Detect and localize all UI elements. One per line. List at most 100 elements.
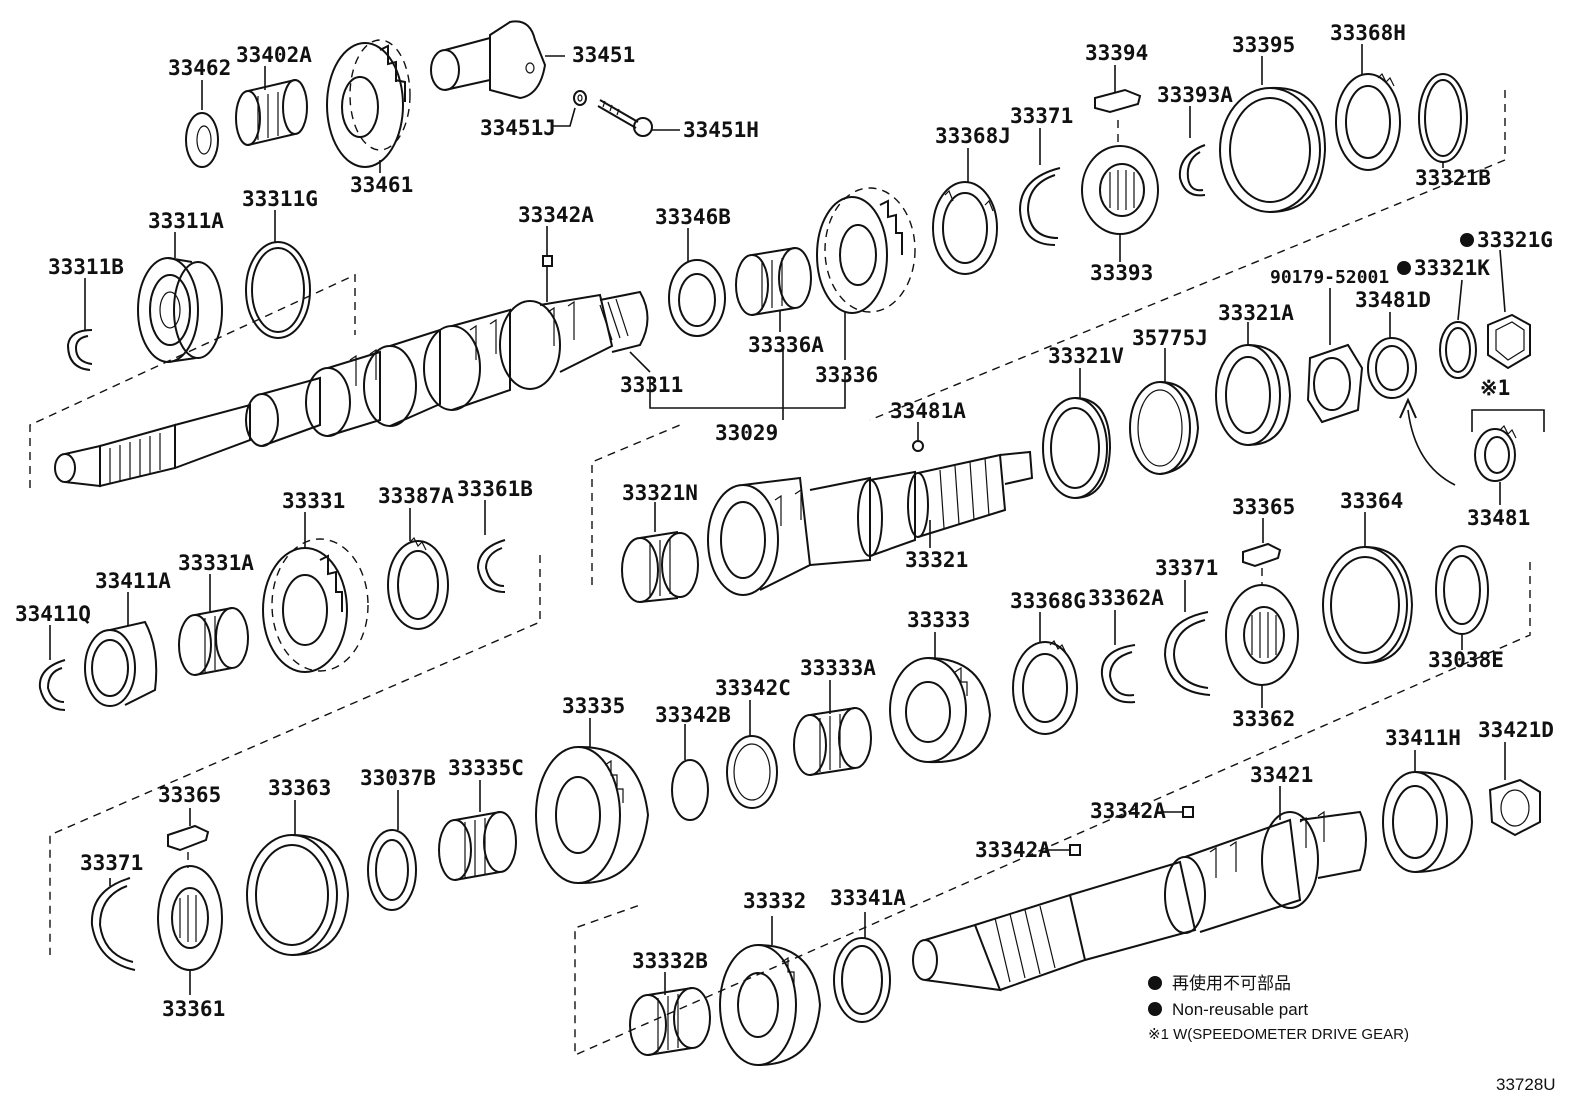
label-33368H: 33368H: [1330, 21, 1406, 45]
label-33311A: 33311A: [148, 209, 224, 233]
label-33365-mid: 33365: [1232, 495, 1295, 519]
label-33481A: 33481A: [890, 399, 966, 423]
label-33462: 33462: [168, 56, 231, 80]
label-33341A: 33341A: [830, 886, 906, 910]
part-33342A-pin-left: [1069, 844, 1081, 856]
part-33368H-synchro-ring: [1335, 72, 1401, 171]
part-33321G-nut: [1487, 313, 1531, 370]
part-33481D-ring: [1367, 337, 1417, 399]
part-33481A-ball: [912, 440, 924, 452]
part-33362A-snap-ring: [1100, 644, 1136, 704]
label-33038E: 33038E: [1428, 648, 1504, 672]
label-33336A: 33336A: [748, 333, 824, 357]
part-33394-key: [1094, 88, 1142, 114]
label-33311G: 33311G: [242, 187, 318, 211]
part-33333A-needle-bearing: [793, 707, 872, 776]
part-33387A-synchro-ring: [387, 536, 449, 630]
part-33335-gear: [535, 745, 650, 885]
label-33362A: 33362A: [1088, 586, 1164, 610]
label-33364: 33364: [1340, 489, 1403, 513]
label-33393: 33393: [1090, 261, 1153, 285]
part-33038E-ring: [1435, 545, 1489, 635]
label-33481D: 33481D: [1355, 288, 1431, 312]
part-33371-snap-ring-top: [1018, 167, 1061, 246]
label-33411H: 33411H: [1385, 726, 1461, 750]
part-33481-speedometer-gear: [1474, 424, 1517, 482]
part-33335C-needle-bearing: [438, 811, 517, 881]
label-33311: 33311: [620, 373, 683, 397]
part-33371-snap-ring-mid: [1163, 611, 1211, 696]
label-33394: 33394: [1085, 41, 1148, 65]
part-33361-hub: [157, 865, 223, 971]
label-33421D: 33421D: [1478, 718, 1554, 742]
label-33368G: 33368G: [1010, 589, 1086, 613]
group-frames: [29, 90, 1545, 1057]
label-33451H: 33451H: [683, 118, 759, 142]
part-33321V-ring: [1042, 397, 1112, 499]
part-33361B-snap-ring: [476, 539, 506, 593]
label-33402A: 33402A: [236, 43, 312, 67]
label-note-mark: ※1: [1480, 376, 1510, 400]
label-33342A-right: 33342A: [1090, 799, 1166, 823]
part-35775J-spacer: [1129, 381, 1200, 475]
figure-id: 33728U: [1496, 1075, 1556, 1094]
part-33342C-spacer: [726, 735, 778, 809]
label-33331: 33331: [282, 489, 345, 513]
label-33481: 33481: [1467, 506, 1530, 530]
legend: 再使用不可部品 Non-reusable part ※1 W(SPEEDOMET…: [1148, 973, 1409, 1043]
label-33321G: 33321G: [1477, 228, 1553, 252]
part-33321N-needle-bearing: [621, 531, 699, 603]
label-33342A-left: 33342A: [975, 838, 1051, 862]
label-33368J: 33368J: [935, 124, 1011, 148]
part-33311G-ring: [245, 241, 311, 339]
part-33332B-needle-bearing: [629, 987, 711, 1056]
label-33361B: 33361B: [457, 477, 533, 501]
part-33421-countershaft: [912, 810, 1367, 992]
label-33321B: 33321B: [1415, 166, 1491, 190]
part-33321B-snap-ring: [1418, 73, 1468, 163]
label-33371-bottom: 33371: [80, 851, 143, 875]
part-33411A-bearing: [84, 620, 158, 707]
part-33346B-washer: [668, 259, 726, 337]
part-33364-sleeve: [1322, 546, 1414, 664]
label-33346B: 33346B: [655, 205, 731, 229]
part-33362-hub: [1225, 584, 1299, 686]
label-33336: 33336: [815, 363, 878, 387]
label-33411A: 33411A: [95, 569, 171, 593]
part-33321A-bearing: [1215, 344, 1292, 446]
part-33336-gear: [816, 187, 916, 314]
legend-line-1: 再使用不可部品: [1172, 973, 1291, 993]
part-33342B-snap-ring: [671, 759, 709, 821]
part-90179-52001-nut: [1306, 343, 1364, 424]
part-33341A-ring: [833, 937, 891, 1023]
nonreusable-mark-33321G: [1460, 233, 1474, 247]
label-33332: 33332: [743, 889, 806, 913]
label-33331A: 33331A: [178, 551, 254, 575]
label-33333: 33333: [907, 608, 970, 632]
label-33393A: 33393A: [1157, 83, 1233, 107]
nonreusable-mark-33321K: [1397, 261, 1411, 275]
part-33451J-washer: [573, 90, 587, 106]
leader-lines: [49, 44, 1506, 995]
part-33461-gear: [326, 39, 411, 168]
label-33321N: 33321N: [622, 481, 698, 505]
part-33336A-needle-bearing: [735, 247, 812, 316]
label-33365-bottom: 33365: [158, 783, 221, 807]
label-33321K: 33321K: [1414, 256, 1490, 280]
part-33395-sleeve: [1219, 86, 1327, 213]
label-33037B: 33037B: [360, 766, 436, 790]
label-33321V: 33321V: [1048, 344, 1124, 368]
label-33451: 33451: [572, 43, 635, 67]
part-33037B-ring: [367, 829, 417, 911]
legend-line-3: ※1 W(SPEEDOMETER DRIVE GEAR): [1148, 1026, 1409, 1043]
part-33311-input-shaft: [54, 290, 649, 488]
part-33371-snap-ring-bottom: [90, 877, 136, 971]
part-33365-key-bottom: [167, 824, 210, 868]
part-33311B-snap-ring: [66, 329, 93, 371]
label-33395: 33395: [1232, 33, 1295, 57]
label-33342B: 33342B: [655, 703, 731, 727]
part-33421D-nut: [1488, 778, 1541, 837]
part-33311A-bearing: [137, 257, 223, 363]
part-labels: 33462 33402A 33451 33451J 33451H 33461 3…: [15, 21, 1554, 1021]
